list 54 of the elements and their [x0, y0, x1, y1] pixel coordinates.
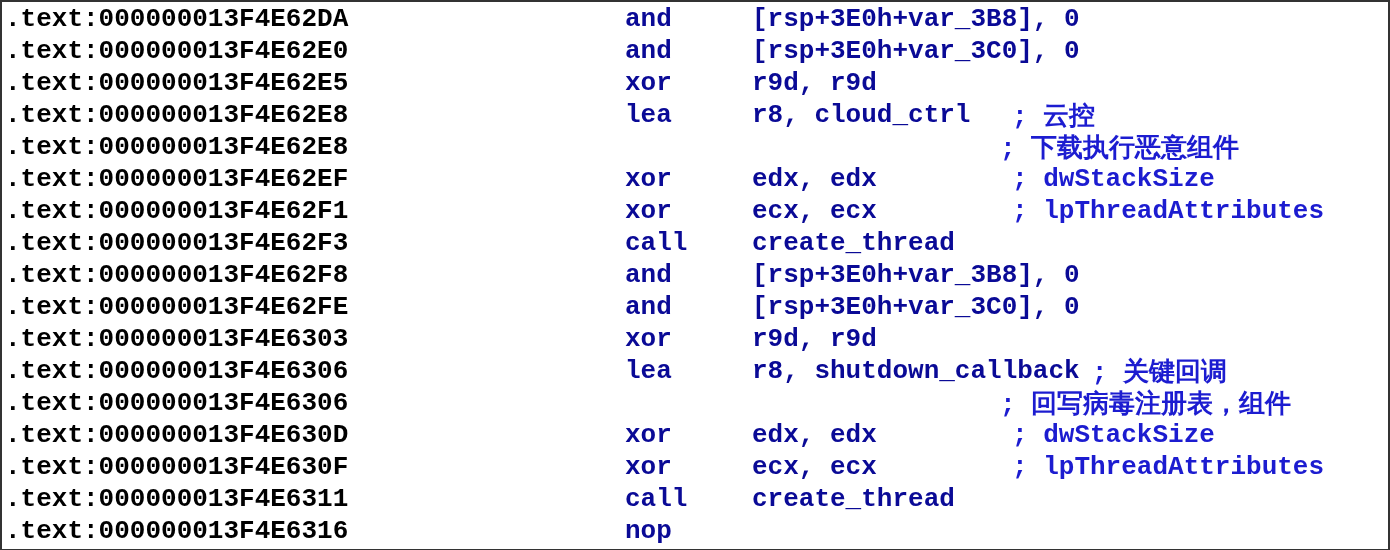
instruction-mnemonic: lea [625, 100, 673, 130]
code-comment: ; 关键回调 [1091, 356, 1227, 389]
instruction-operands: r9d, r9d [752, 68, 878, 98]
instruction-mnemonic: call [625, 484, 689, 514]
instruction-mnemonic: call [625, 228, 689, 258]
address-text: .text:000000013F4E62FE [4, 292, 350, 322]
address-text: .text:000000013F4E6311 [4, 484, 350, 514]
address-text: .text:000000013F4E6303 [4, 324, 350, 354]
instruction-mnemonic: and [625, 292, 673, 322]
instruction-mnemonic: xor [625, 452, 673, 482]
instruction-operands: [rsp+3E0h+var_3C0], 0 [752, 36, 1081, 66]
instruction-mnemonic: xor [625, 324, 673, 354]
code-comment: ; 下载执行恶意组件 [1000, 132, 1240, 165]
address-text: .text:000000013F4E6306 [4, 388, 350, 418]
address-text: .text:000000013F4E62E8 [4, 100, 350, 130]
instruction-mnemonic: and [625, 36, 673, 66]
address-text: .text:000000013F4E62F8 [4, 260, 350, 290]
code-comment: ; lpThreadAttributes [1012, 452, 1325, 482]
instruction-operands: [rsp+3E0h+var_3B8], 0 [752, 260, 1081, 290]
address-text: .text:000000013F4E62E8 [4, 132, 350, 162]
instruction-mnemonic: nop [625, 516, 673, 546]
instruction-operands: ecx, ecx [752, 196, 878, 226]
instruction-mnemonic: xor [625, 420, 673, 450]
instruction-operands: create_thread [752, 228, 956, 258]
address-text: .text:000000013F4E62E5 [4, 68, 350, 98]
code-comment: ; dwStackSize [1012, 420, 1215, 450]
instruction-operands: edx, edx [752, 164, 878, 194]
address-text: .text:000000013F4E62DA [4, 4, 350, 34]
instruction-mnemonic: xor [625, 68, 673, 98]
instruction-operands: create_thread [752, 484, 956, 514]
address-text: .text:000000013F4E62F3 [4, 228, 350, 258]
address-text: .text:000000013F4E62F1 [4, 196, 350, 226]
instruction-operands: [rsp+3E0h+var_3B8], 0 [752, 4, 1081, 34]
instruction-operands: [rsp+3E0h+var_3C0], 0 [752, 292, 1081, 322]
address-text: .text:000000013F4E630F [4, 452, 350, 482]
instruction-operands: ecx, ecx [752, 452, 878, 482]
address-text: .text:000000013F4E6316 [4, 516, 350, 546]
address-text: .text:000000013F4E6306 [4, 356, 350, 386]
instruction-mnemonic: and [625, 4, 673, 34]
instruction-mnemonic: lea [625, 356, 673, 386]
address-text: .text:000000013F4E630D [4, 420, 350, 450]
code-comment: ; dwStackSize [1012, 164, 1215, 194]
address-text: .text:000000013F4E62EF [4, 164, 350, 194]
instruction-operands: r8, shutdown_callback [752, 356, 1081, 386]
code-comment: ; 回写病毒注册表，组件 [1000, 388, 1292, 421]
instruction-operands: r8, cloud_ctrl [752, 100, 972, 130]
instruction-operands: r9d, r9d [752, 324, 878, 354]
instruction-operands: edx, edx [752, 420, 878, 450]
instruction-mnemonic: xor [625, 196, 673, 226]
code-comment: ; lpThreadAttributes [1012, 196, 1325, 226]
address-text: .text:000000013F4E62E0 [4, 36, 350, 66]
instruction-mnemonic: and [625, 260, 673, 290]
instruction-mnemonic: xor [625, 164, 673, 194]
code-comment: ; 云控 [1012, 100, 1096, 133]
